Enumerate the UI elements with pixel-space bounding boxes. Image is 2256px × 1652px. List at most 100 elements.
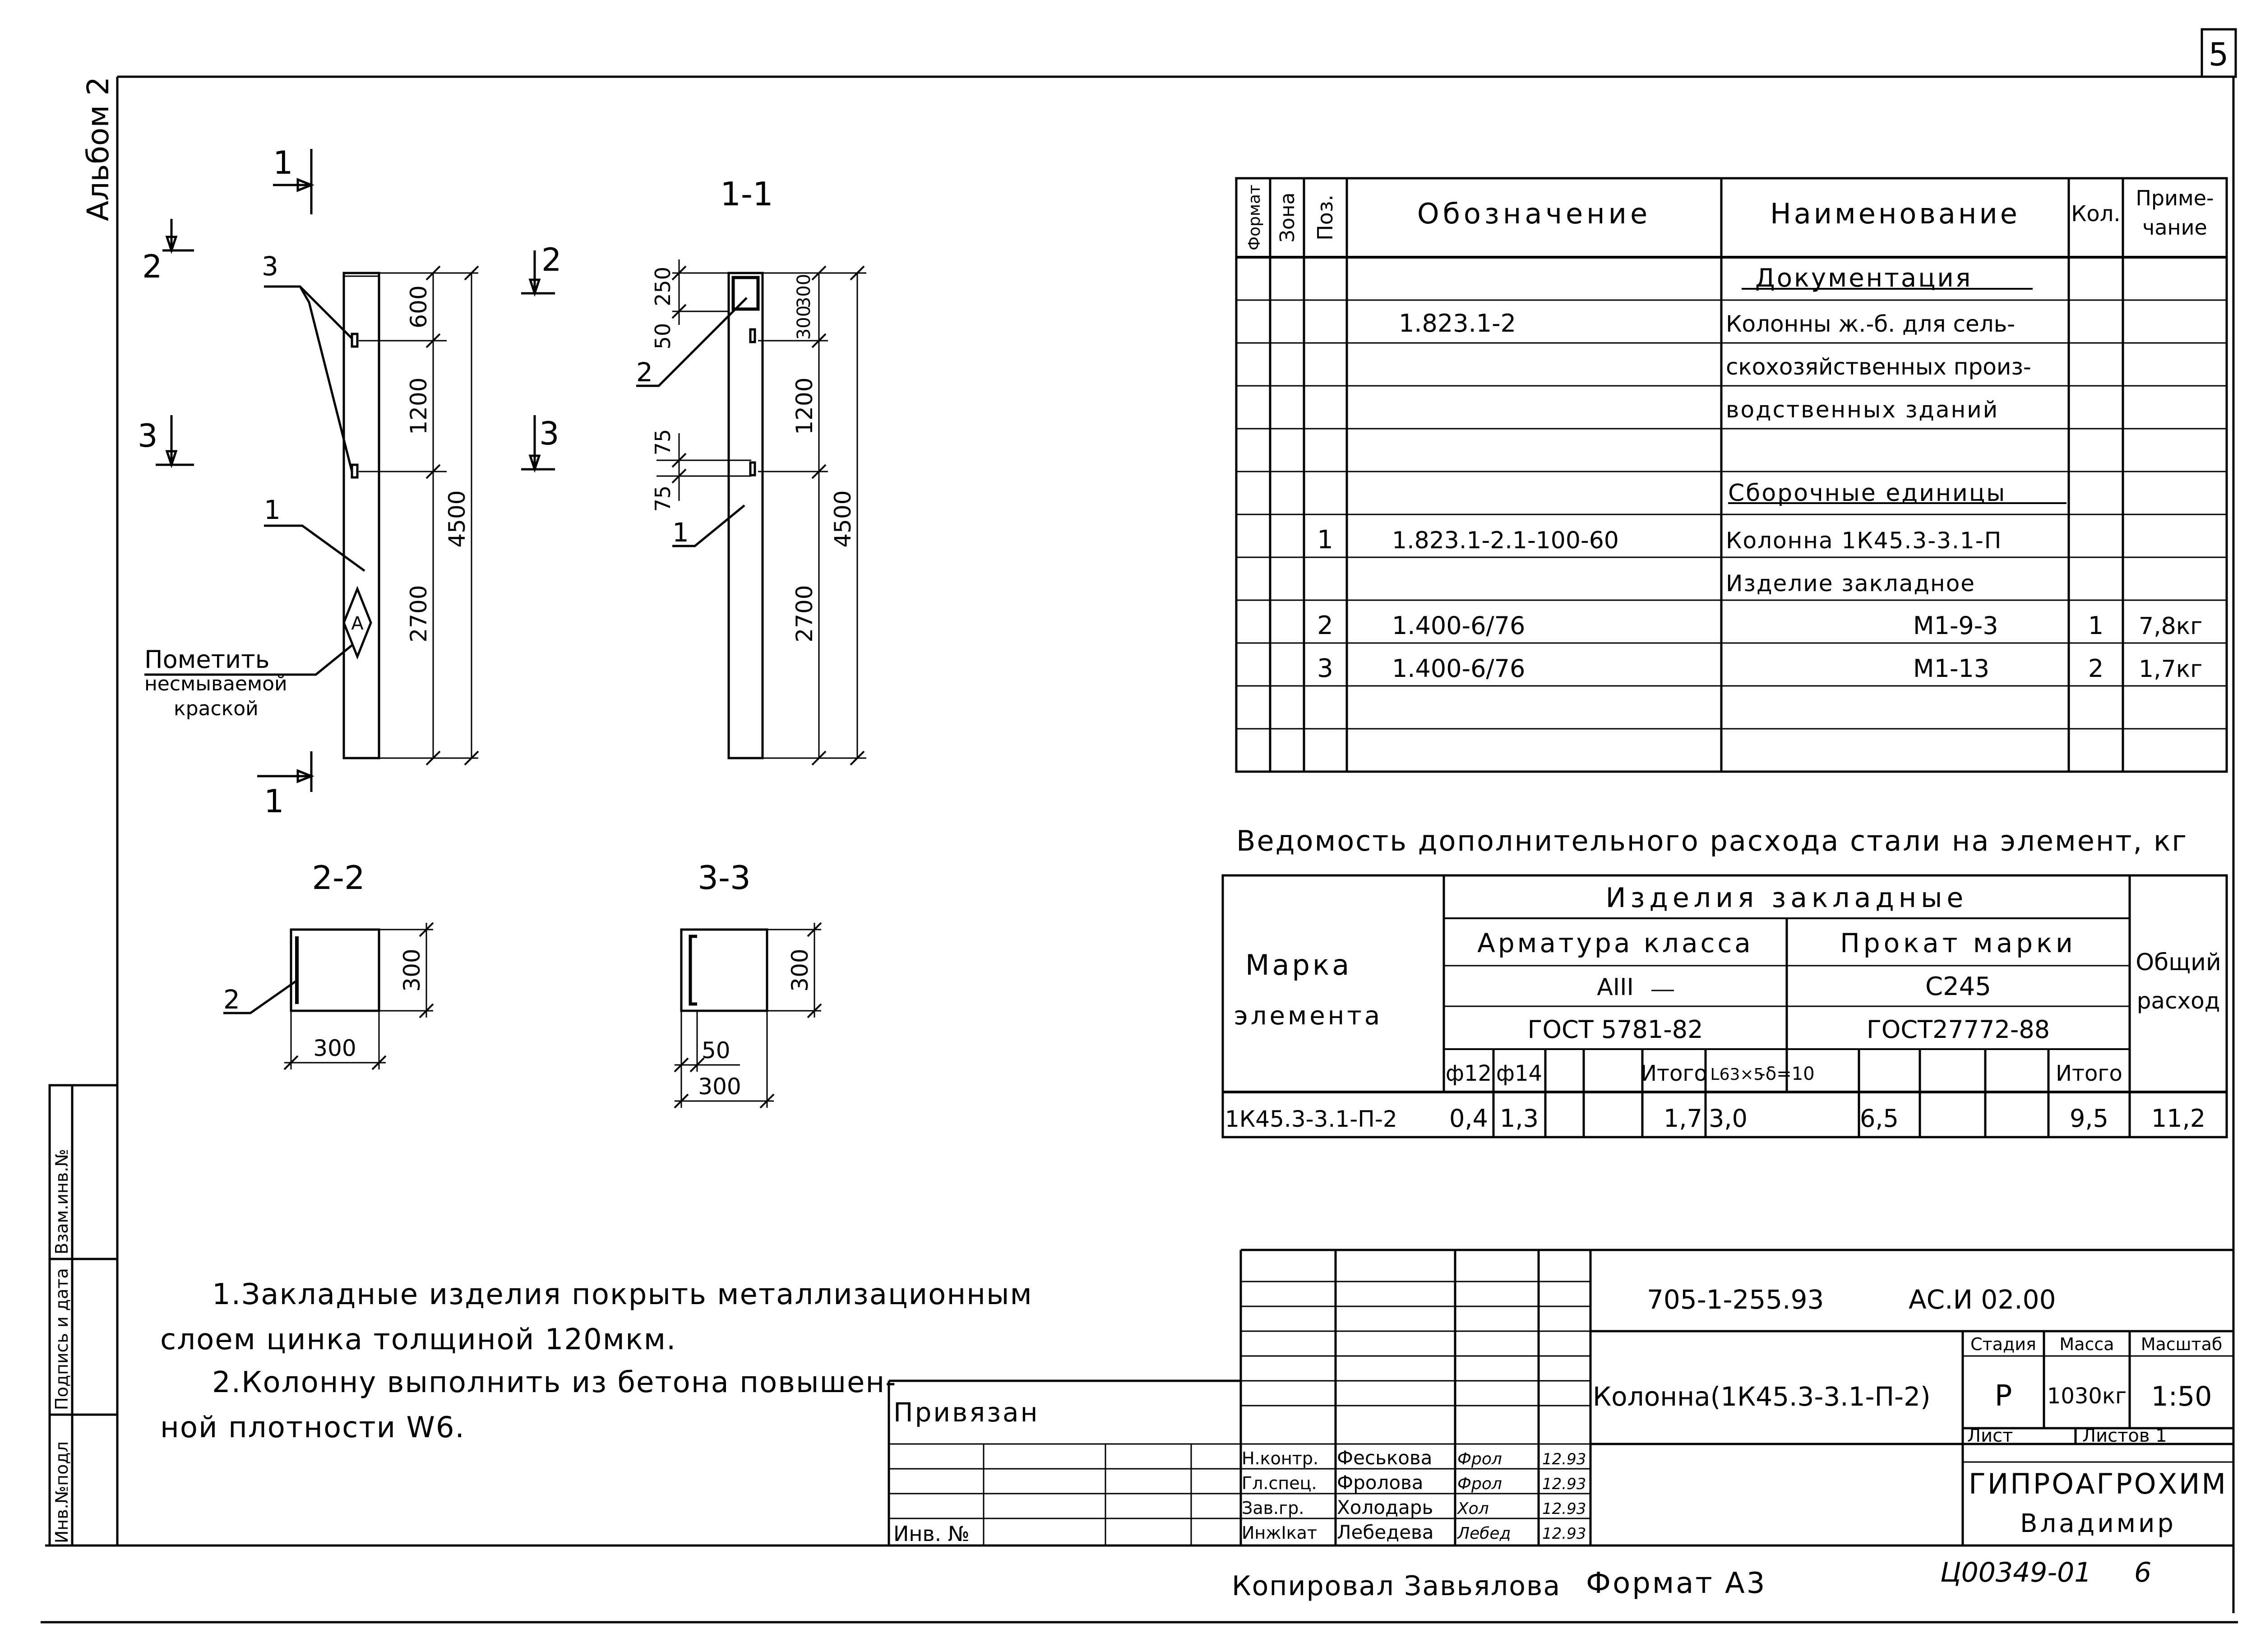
inventory-page: 6 [2134,1557,2151,1588]
sign-role: Зав.гр. [1242,1498,1304,1518]
mass-header: Масса [2059,1334,2114,1354]
spec-row-name: Изделие закладное [1726,570,1975,597]
spec-row-name: Колонна 1К45.3-3.1-П [1726,528,2002,554]
dim-300-33h: 300 [698,1074,741,1100]
note-1-line1: 1.Закладные изделия покрыть металлизацио… [212,1278,1033,1311]
column-elevation [144,149,555,792]
steel-row-value: 1,7 [1664,1104,1702,1133]
steel-rebar-class: Арматура класса [1477,928,1753,958]
section-2-2-title: 2-2 [312,859,365,897]
note-mark-line3: краской [174,697,259,720]
dim-50-33: 50 [702,1037,730,1064]
sign-mark: Фрол [1457,1450,1502,1468]
spec-header-note2: чание [2142,215,2207,240]
album-label: Альбом 2 [81,77,116,221]
dim-300-22h: 300 [313,1035,356,1061]
spec-row-note: 7,8кг [2139,613,2202,640]
steel-table-title: Ведомость дополнительного расхода стали … [1236,824,2188,857]
section-1-1-title: 1-1 [720,175,773,213]
dim-2700-s: 2700 [791,585,818,642]
steel-total-h2: расход [2137,988,2220,1014]
cut-label-1-top: 1 [273,144,293,181]
section-3-3 [674,922,822,1109]
side-stamp-inv: Инв.№подл [52,1441,72,1543]
steel-sub-header: Итого [2056,1061,2122,1086]
dim-1200: 1200 [406,377,432,435]
spec-header-qty: Кол. [2071,201,2120,227]
dim-1200-s: 1200 [791,377,818,435]
steel-embedded-h: Изделия закладные [1606,882,1968,914]
doc-code: 705-1-255.93 [1647,1284,1824,1315]
position-label-3: 3 [262,251,278,282]
dim-250: 250 [651,267,675,306]
sign-mark: Фрол [1457,1475,1502,1493]
sign-date: 12.93 [1542,1475,1586,1493]
cut-label-1-bottom: 1 [264,783,284,820]
spec-header-format: Формат [1245,185,1264,250]
spec-header-zone: Зона [1276,193,1299,243]
steel-row-total: 11,2 [2151,1104,2205,1133]
spec-row-name: скохозяйственных произ- [1726,354,2031,380]
spec-row-pos: 1 [1317,525,1333,555]
scale-value: 1:50 [2151,1381,2212,1412]
steel-sub-header: Итого [1641,1061,1707,1086]
spec-table-grid [1235,177,2228,773]
sign-role: ИнжIкат [1242,1523,1317,1543]
spec-header-note1: Приме- [2136,186,2214,210]
stage-header: Стадия [1970,1334,2036,1354]
sheet-header: Лист [1967,1425,2013,1446]
section-1-1 [636,259,866,766]
steel-mark-h2: элемента [1234,1001,1382,1031]
dim-300-22v: 300 [399,949,425,991]
steel-row-value: 0,4 [1449,1104,1488,1133]
sign-name: Холодарь [1337,1496,1433,1518]
spec-row-pos: 3 [1317,654,1333,683]
section-2-2 [223,922,434,1070]
spec-row-name: водственных зданий [1726,397,1999,423]
note-1-line2: слоем цинка толщиной 120мкм. [160,1323,676,1356]
inv-label: Инв. № [893,1522,970,1546]
steel-table-grid [1221,874,2228,1138]
steel-sub-header: -δ=10 [1759,1064,1814,1084]
position-label-2-22: 2 [223,984,240,1015]
dim-4500-s: 4500 [830,490,856,547]
steel-sub-header: ф12 [1446,1061,1492,1086]
spec-row-name: Колонны ж.-б. для сель- [1726,311,2015,337]
steel-row-value: 1,3 [1500,1104,1539,1133]
spec-row-designation: 1.823.1-2.1-100-60 [1392,527,1619,554]
sign-mark: Лебед [1456,1524,1511,1543]
dim-2700: 2700 [406,585,432,642]
sign-mark: Хол [1456,1499,1489,1518]
cut-label-2-right: 2 [541,241,562,278]
dim-75-a: 75 [651,429,675,456]
spec-row-designation: 1.823.1-2 [1399,309,1516,338]
general-notes: 1.Закладные изделия покрыть металлизацио… [160,1278,1033,1444]
steel-sub-header: ф14 [1496,1061,1542,1086]
sign-date: 12.93 [1542,1450,1586,1468]
dim-50: 50 [651,323,675,350]
side-stamp [48,1084,119,1547]
sign-role: Гл.спец. [1242,1473,1317,1493]
spec-table-rows: Документация 1.823.1-2 Колонны ж.-б. для… [1317,264,2202,683]
spec-header-designation: Обозначение [1417,197,1651,230]
dim-300-a: 300 [794,274,814,308]
spec-row-name: Документация [1755,264,1972,293]
dim-600: 600 [406,285,432,328]
sign-date: 12.93 [1542,1500,1586,1518]
privyazan-label: Привязан [893,1397,1040,1428]
sign-name: Лебедева [1337,1521,1434,1543]
note-2-line1: 2.Колонну выполнить из бетона повышен- [212,1366,897,1399]
sign-name: Фролова [1337,1472,1424,1494]
dim-300-b: 300 [794,305,814,340]
position-label-1: 1 [264,495,281,525]
sheet-frame [41,28,2238,1624]
steel-sub-header: L63×5 [1710,1065,1764,1084]
steel-row-mark: 1К45.3-3.1-П-2 [1225,1106,1397,1132]
steel-row-value: 9,5 [2070,1104,2108,1133]
spec-row-name: М1-13 [1913,654,1989,683]
sign-name: Феськова [1337,1447,1432,1469]
steel-rebar-gost: ГОСТ 5781-82 [1528,1015,1703,1044]
note-mark-line1: Пометить [144,645,269,674]
cut-label-3-left: 3 [138,417,158,454]
